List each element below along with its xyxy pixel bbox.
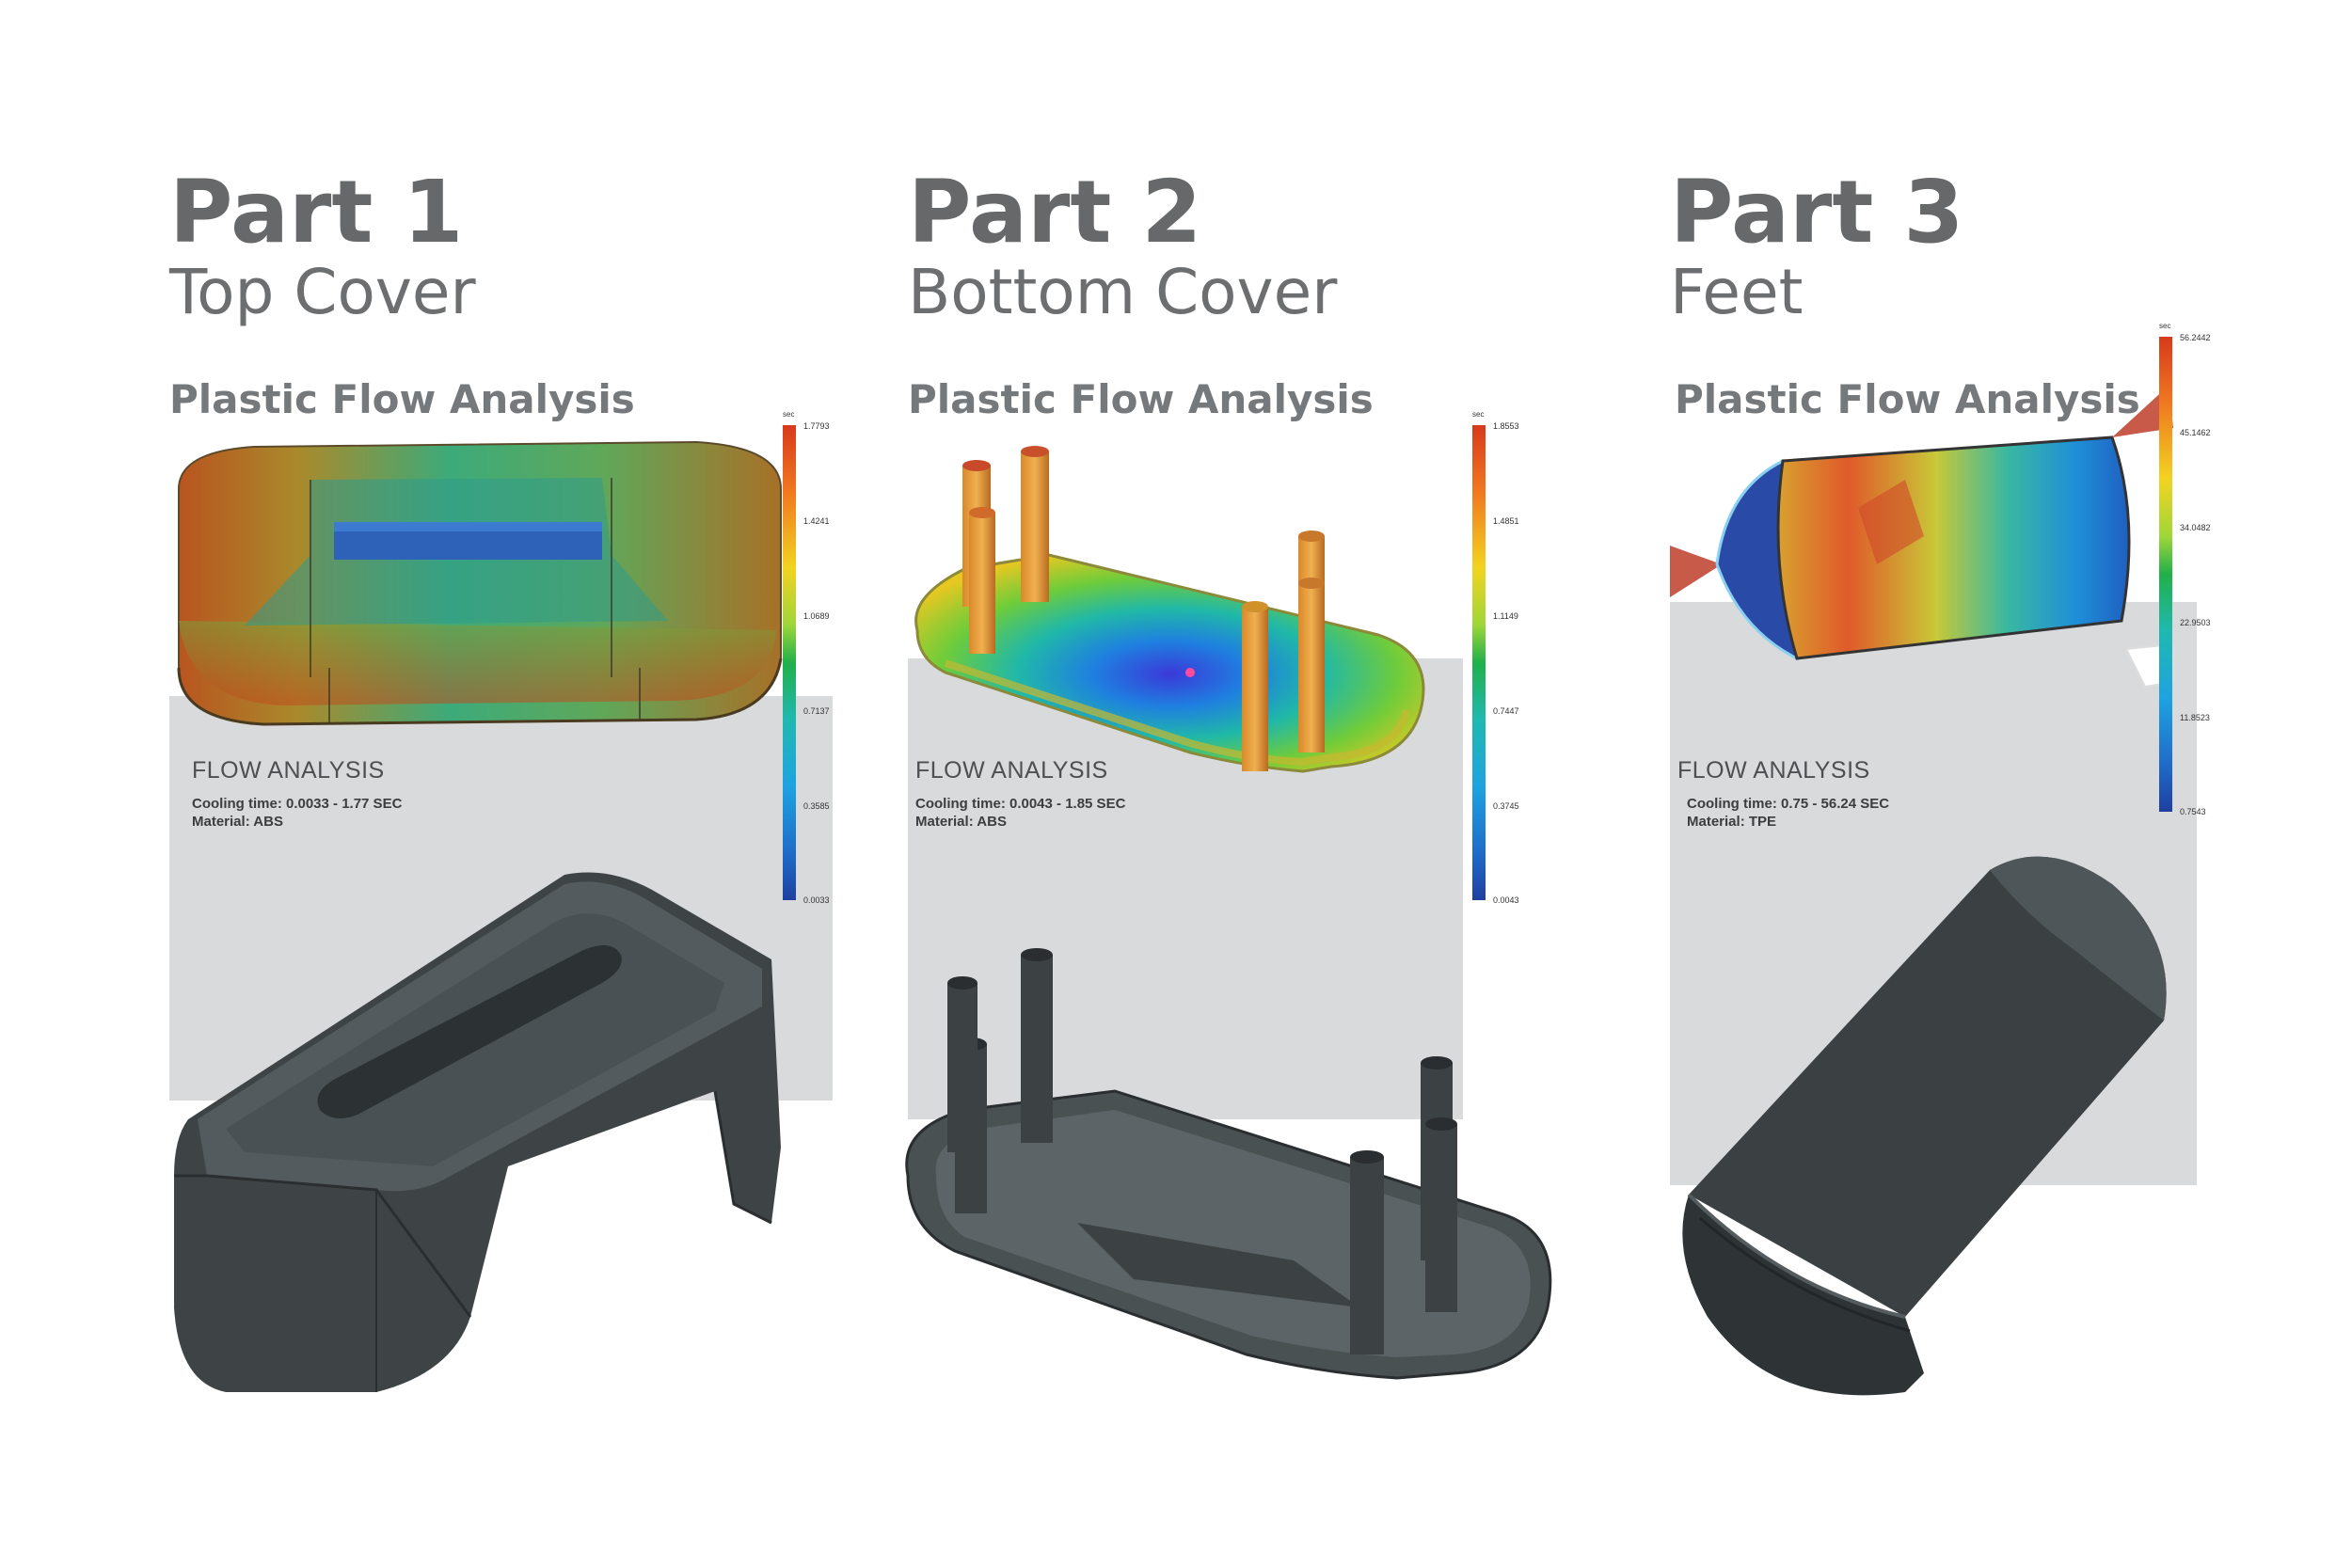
legend-unit: sec <box>783 410 795 419</box>
top-cover-flow-render <box>177 440 783 726</box>
legend-tick: 0.7137 <box>803 706 830 716</box>
legend-tick: 11.8523 <box>2180 713 2210 722</box>
bottom-cover-flow-render <box>914 446 1425 773</box>
analysis-info: Cooling time: 0.0043 - 1.85 SEC Material… <box>915 795 1125 831</box>
legend-unit: sec <box>1472 410 1485 419</box>
flow-analysis-label: FLOW ANALYSIS <box>192 757 385 784</box>
analysis-heading: Plastic Flow Analysis <box>169 376 635 422</box>
legend-tick: 0.7543 <box>2180 807 2206 816</box>
part-1-panel: Part 1 Top Cover Plastic Flow Analysis F… <box>169 0 922 1568</box>
bottom-cover-part-render <box>905 948 1552 1380</box>
part-title: Part 3 <box>1670 162 1964 262</box>
part-title: Part 1 <box>169 162 464 262</box>
top-cover-part-render <box>174 872 781 1392</box>
material: Material: TPE <box>1687 814 1777 830</box>
flow-analysis-label: FLOW ANALYSIS <box>1677 757 1870 784</box>
analysis-info: Cooling time: 0.0033 - 1.77 SEC Material… <box>192 795 402 831</box>
feet-flow-render <box>1670 386 2174 689</box>
analysis-info: Cooling time: 0.75 - 56.24 SEC Material:… <box>1687 795 1889 831</box>
legend-tick: 0.0043 <box>1493 895 1519 905</box>
legend-tick: 34.0482 <box>2180 523 2211 532</box>
legend-tick: 45.1462 <box>2180 428 2211 437</box>
legend-tick: 0.3745 <box>1493 801 1519 811</box>
analysis-heading: Plastic Flow Analysis <box>1675 376 2140 422</box>
material: Material: ABS <box>192 814 283 830</box>
feet-part-render <box>1682 856 2167 1396</box>
analysis-heading: Plastic Flow Analysis <box>908 376 1374 422</box>
cooling-time: Cooling time: 0.0033 - 1.77 SEC <box>192 796 403 812</box>
legend-tick: 1.4241 <box>803 516 830 526</box>
part-2-panel: Part 2 Bottom Cover Plastic Flow Analysi… <box>905 0 1661 1568</box>
legend-color-bar <box>783 425 796 900</box>
legend-tick: 1.8553 <box>1493 421 1519 431</box>
legend-tick: 0.3585 <box>803 801 830 811</box>
legend-color-bar <box>1472 425 1486 900</box>
legend-tick: 1.4851 <box>1493 516 1519 526</box>
part-subtitle: Bottom Cover <box>908 256 1338 328</box>
legend-tick: 22.9503 <box>2180 618 2211 627</box>
flow-analysis-label: FLOW ANALYSIS <box>915 757 1108 784</box>
part-subtitle: Feet <box>1670 256 1804 328</box>
legend-tick: 0.7447 <box>1493 706 1519 716</box>
part-3-panel: Part 3 Feet Plastic Flow Analysis FLOW A… <box>1670 0 2352 1568</box>
cooling-time: Cooling time: 0.0043 - 1.85 SEC <box>915 796 1126 812</box>
legend-tick: 1.1149 <box>1493 611 1518 621</box>
material: Material: ABS <box>915 814 1007 830</box>
legend-unit: sec <box>2159 322 2171 330</box>
legend-color-bar <box>2159 337 2172 812</box>
cooling-time: Cooling time: 0.75 - 56.24 SEC <box>1687 796 1890 812</box>
legend-tick: 1.7793 <box>803 421 830 431</box>
part-title: Part 2 <box>908 162 1202 262</box>
legend-tick: 1.0689 <box>803 611 830 621</box>
legend-tick: 0.0033 <box>803 895 830 905</box>
part-subtitle: Top Cover <box>169 256 476 328</box>
legend-tick: 56.2442 <box>2180 333 2211 342</box>
